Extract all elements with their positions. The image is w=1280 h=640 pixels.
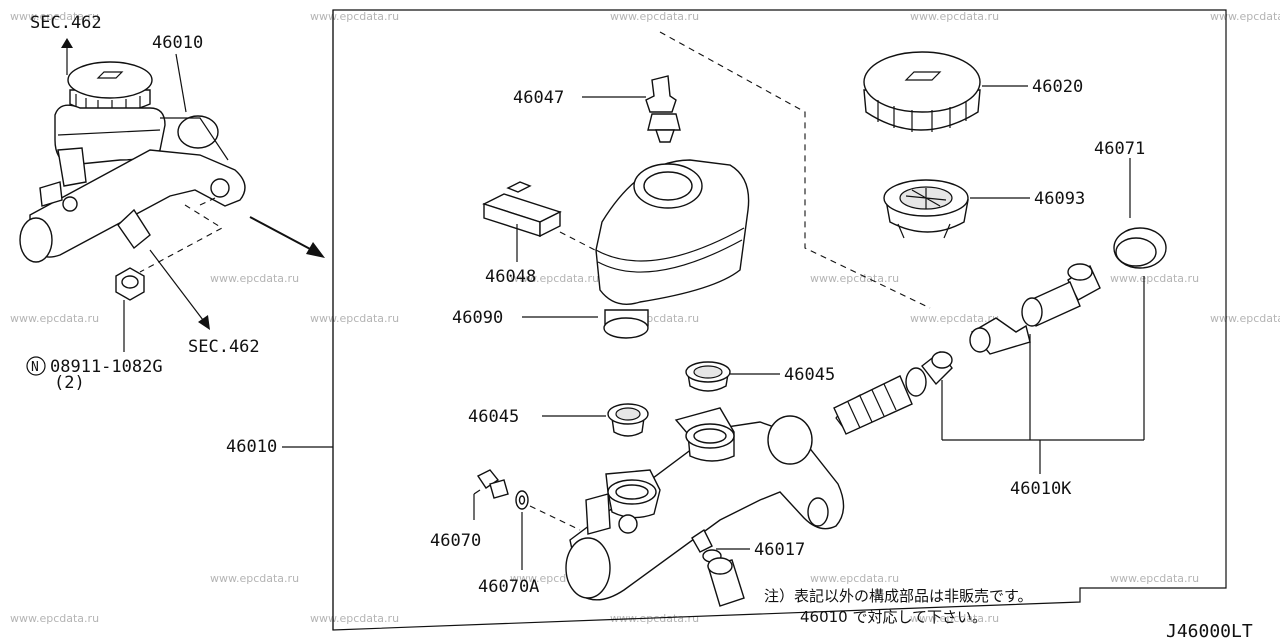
exploded-view: 46010 46047 46090: [226, 9, 1227, 631]
nut-quantity: (2): [54, 373, 85, 393]
watermark: www.epcdata.ru: [1210, 10, 1280, 23]
label-46017: 46017: [754, 540, 805, 560]
diagram-id: J46000LT: [1166, 621, 1253, 640]
connector-left: [57, 147, 87, 187]
note-line-2: 46010 で対応して下さい。: [800, 608, 987, 626]
assembly-46010-left-label: 46010: [152, 33, 203, 53]
sec-462-top-label: SEC.462: [30, 13, 102, 33]
n-circle-icon: [26, 356, 46, 376]
watermark: www.epcdata.ru: [910, 612, 999, 625]
arrow-up-icon: [61, 38, 73, 48]
watermark: www.epcdata.ru: [310, 10, 399, 23]
watermark: www.epcdata.ru: [1110, 272, 1199, 285]
part-46047-fitting: 46047: [513, 75, 681, 143]
label-46010k: 46010K: [1010, 479, 1072, 499]
watermark: www.epcdata.ru: [10, 612, 99, 625]
watermark: www.epcdata.ru: [10, 10, 99, 23]
assembly-46010-label: 46010: [226, 437, 277, 457]
watermarks: www.epcdata.ru www.epcdata.ru www.epcdat…: [10, 10, 1280, 625]
watermark: www.epcdata.ru: [910, 312, 999, 325]
part-46020-cap: 46020: [863, 51, 1083, 132]
part-46045-grommet-lower: 46045: [468, 403, 649, 437]
nut-08911-1082G: [115, 267, 145, 301]
part-46071-seal: 46071: [1094, 139, 1167, 269]
watermark: www.epcdata.ru: [210, 572, 299, 585]
watermark: www.epcdata.ru: [10, 312, 99, 325]
label-46048: 46048: [485, 267, 536, 287]
label-46045-lower: 46045: [468, 407, 519, 427]
plug-left: [117, 208, 151, 250]
part-46093-strainer: 46093: [883, 179, 1085, 239]
part-46070a-washer: 46070A: [478, 490, 581, 597]
watermark: www.epcdata.ru: [810, 272, 899, 285]
arrow-down-icon: [198, 315, 210, 330]
watermark: www.epcdata.ru: [610, 10, 699, 23]
label-46047: 46047: [513, 88, 564, 108]
watermark: www.epcdata.ru: [310, 612, 399, 625]
part-46048-connector: 46048: [482, 181, 596, 287]
label-46070: 46070: [430, 531, 481, 551]
label-46020: 46020: [1032, 77, 1083, 97]
part-46090-reservoir: 46090: [452, 159, 750, 339]
part-46070-bolt: 46070: [430, 469, 509, 551]
watermark: www.epcdata.ru: [910, 10, 999, 23]
label-46071: 46071: [1094, 139, 1145, 159]
nut-part-number: 08911-1082G: [50, 357, 163, 377]
part-46010k-piston-kit: 46010K: [833, 263, 1145, 499]
note-block: 注）表記以外の構成部品は非販売です。 46010 で対応して下さい。: [764, 587, 1033, 626]
arrow-right-icon: [306, 242, 325, 258]
watermark: www.epcdata.ru: [810, 572, 899, 585]
note-line-1: 注）表記以外の構成部品は非販売です。: [764, 587, 1033, 605]
label-46070a: 46070A: [478, 577, 539, 597]
watermark: www.epcdata.ru: [310, 312, 399, 325]
label-46090: 46090: [452, 308, 503, 328]
watermark: www.epcdata.ru: [510, 272, 599, 285]
label-46045-upper: 46045: [784, 365, 835, 385]
reservoir-cap-left: [67, 61, 153, 114]
label-46093: 46093: [1034, 189, 1085, 209]
watermark: www.epcdata.ru: [1110, 572, 1199, 585]
part-46010-cylinder-body: [565, 407, 845, 601]
sec-462-bottom-label: SEC.462: [188, 337, 260, 357]
nut-n-symbol: N: [31, 360, 39, 375]
watermark: www.epcdata.ru: [1210, 312, 1280, 325]
left-assembly-view: SEC.462 46010: [19, 13, 325, 393]
part-46017-valve: 46017: [691, 528, 805, 607]
part-46045-grommet-upper: 46045: [685, 361, 835, 392]
watermark: www.epcdata.ru: [210, 272, 299, 285]
